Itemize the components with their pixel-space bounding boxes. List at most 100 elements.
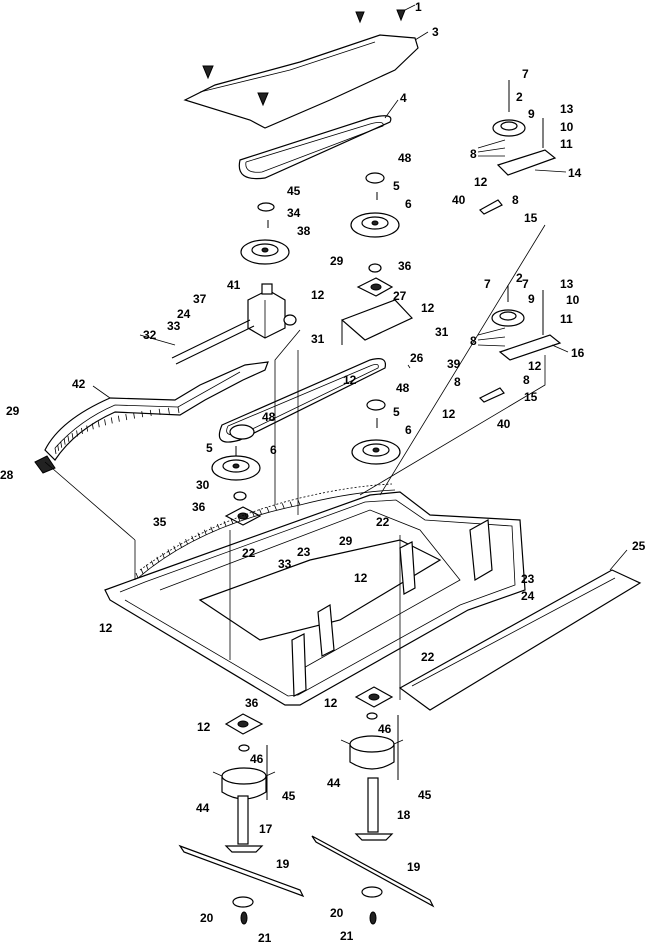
callout-23b: 23: [521, 572, 535, 586]
callout-1: 1: [415, 0, 422, 14]
callout-22: 22: [376, 515, 390, 529]
callout-37: 37: [193, 292, 207, 306]
callout-45b: 45: [282, 789, 296, 803]
chain-shield: [44, 361, 269, 461]
chain-tooth: [161, 552, 165, 559]
callout-35: 35: [153, 515, 167, 529]
chain-tooth: [259, 509, 262, 515]
callout-12d: 12: [343, 373, 357, 387]
callout-43: 45: [287, 184, 301, 198]
callout-7b: 7: [522, 277, 529, 291]
chain-tooth: [173, 545, 177, 552]
callout-38: 38: [297, 224, 311, 238]
callout-48b: 48: [396, 381, 410, 395]
callout-28: 28: [0, 468, 14, 482]
callout-20: 20: [200, 911, 214, 925]
shield-tooth: [158, 408, 161, 415]
upper-belt: [238, 115, 392, 180]
callout-29: 29: [330, 254, 344, 268]
callout-48: 48: [398, 151, 412, 165]
callout-17: 17: [259, 822, 273, 836]
callout-6b: 6: [405, 423, 412, 437]
callout-7c: 7: [484, 277, 491, 291]
callout-6c: 6: [270, 443, 277, 457]
chain-tooth: [167, 549, 171, 555]
callout-23: 23: [297, 545, 311, 559]
shield-tooth: [63, 438, 66, 445]
callout-18: 18: [397, 808, 411, 822]
chain-tooth: [145, 564, 149, 570]
callout-36c: 36: [245, 696, 259, 710]
left-upper-pulley: [240, 202, 290, 265]
callout-2b: 2: [516, 271, 523, 285]
callout-32: 32: [143, 328, 157, 342]
callout-26: 26: [410, 351, 424, 365]
callout-33: 33: [167, 319, 181, 333]
shield-tooth: [71, 432, 74, 440]
callout-8d: 8: [454, 375, 461, 389]
callout-21: 21: [258, 931, 272, 943]
callout-36b: 36: [192, 500, 206, 514]
callout-31: 31: [435, 325, 449, 339]
shield-tooth: [177, 406, 180, 414]
callout-20b: 20: [330, 906, 344, 920]
chain-tooth: [135, 572, 139, 579]
shield-tooth: [167, 407, 170, 414]
callout-3: 3: [432, 25, 439, 39]
callout-13b: 13: [560, 277, 574, 291]
callout-12i: 12: [324, 696, 338, 710]
callout-31b: 31: [311, 332, 325, 346]
chain-tooth: [297, 499, 301, 506]
chain-tooth: [216, 523, 220, 530]
shield-tooth: [125, 413, 128, 421]
callout-9: 9: [528, 107, 535, 121]
callout-21b: 21: [340, 929, 354, 943]
drive-shaft: [171, 319, 251, 359]
callout-5b: 5: [393, 405, 400, 419]
chain-tooth: [210, 526, 214, 532]
shield-chain-teeth: [54, 406, 180, 455]
callout-9b: 9: [528, 292, 535, 306]
callout-29c: 29: [339, 534, 353, 548]
knob-fasteners: [202, 9, 406, 107]
shield-tooth: [110, 417, 113, 424]
callout-8c: 8: [470, 334, 477, 348]
callout-24b: 24: [521, 589, 535, 603]
callout-10b: 10: [566, 293, 580, 307]
callout-42: 42: [72, 377, 86, 391]
callout-25: 25: [632, 539, 646, 553]
callout-34: 34: [287, 206, 301, 220]
chain-tooth: [185, 538, 188, 545]
shield-tooth: [81, 427, 83, 435]
callout-12f: 12: [442, 407, 456, 421]
upper-idler-assembly: [477, 80, 557, 215]
lower-belt: [218, 358, 387, 443]
callout-12e: 12: [528, 359, 542, 373]
callout-44b: 44: [196, 801, 210, 815]
callout-19b: 19: [407, 860, 421, 874]
shield-tooth: [76, 430, 78, 437]
callout-30: 30: [196, 478, 210, 492]
callout-12: 12: [474, 175, 488, 189]
callout-22c: 22: [421, 650, 435, 664]
callout-10: 10: [560, 120, 574, 134]
callout-24: 24: [177, 307, 191, 321]
deck-chain-teeth: [135, 499, 301, 579]
callout-40b: 40: [497, 417, 511, 431]
callout-14: 14: [568, 166, 582, 180]
reference-lines: [44, 224, 546, 700]
callout-44: 44: [327, 776, 341, 790]
callout-33b: 33: [278, 557, 292, 571]
gearbox: [247, 283, 297, 339]
callout-15b: 15: [524, 390, 538, 404]
callout-12j: 12: [197, 720, 211, 734]
shield-tooth: [91, 423, 94, 430]
shield-tooth: [60, 441, 63, 448]
callout-36: 36: [398, 259, 412, 273]
chain-tooth: [230, 518, 234, 524]
callout-5c: 5: [206, 441, 213, 455]
shield-tooth: [149, 409, 152, 417]
chain-tooth: [244, 513, 248, 519]
callout-15: 15: [524, 211, 538, 225]
